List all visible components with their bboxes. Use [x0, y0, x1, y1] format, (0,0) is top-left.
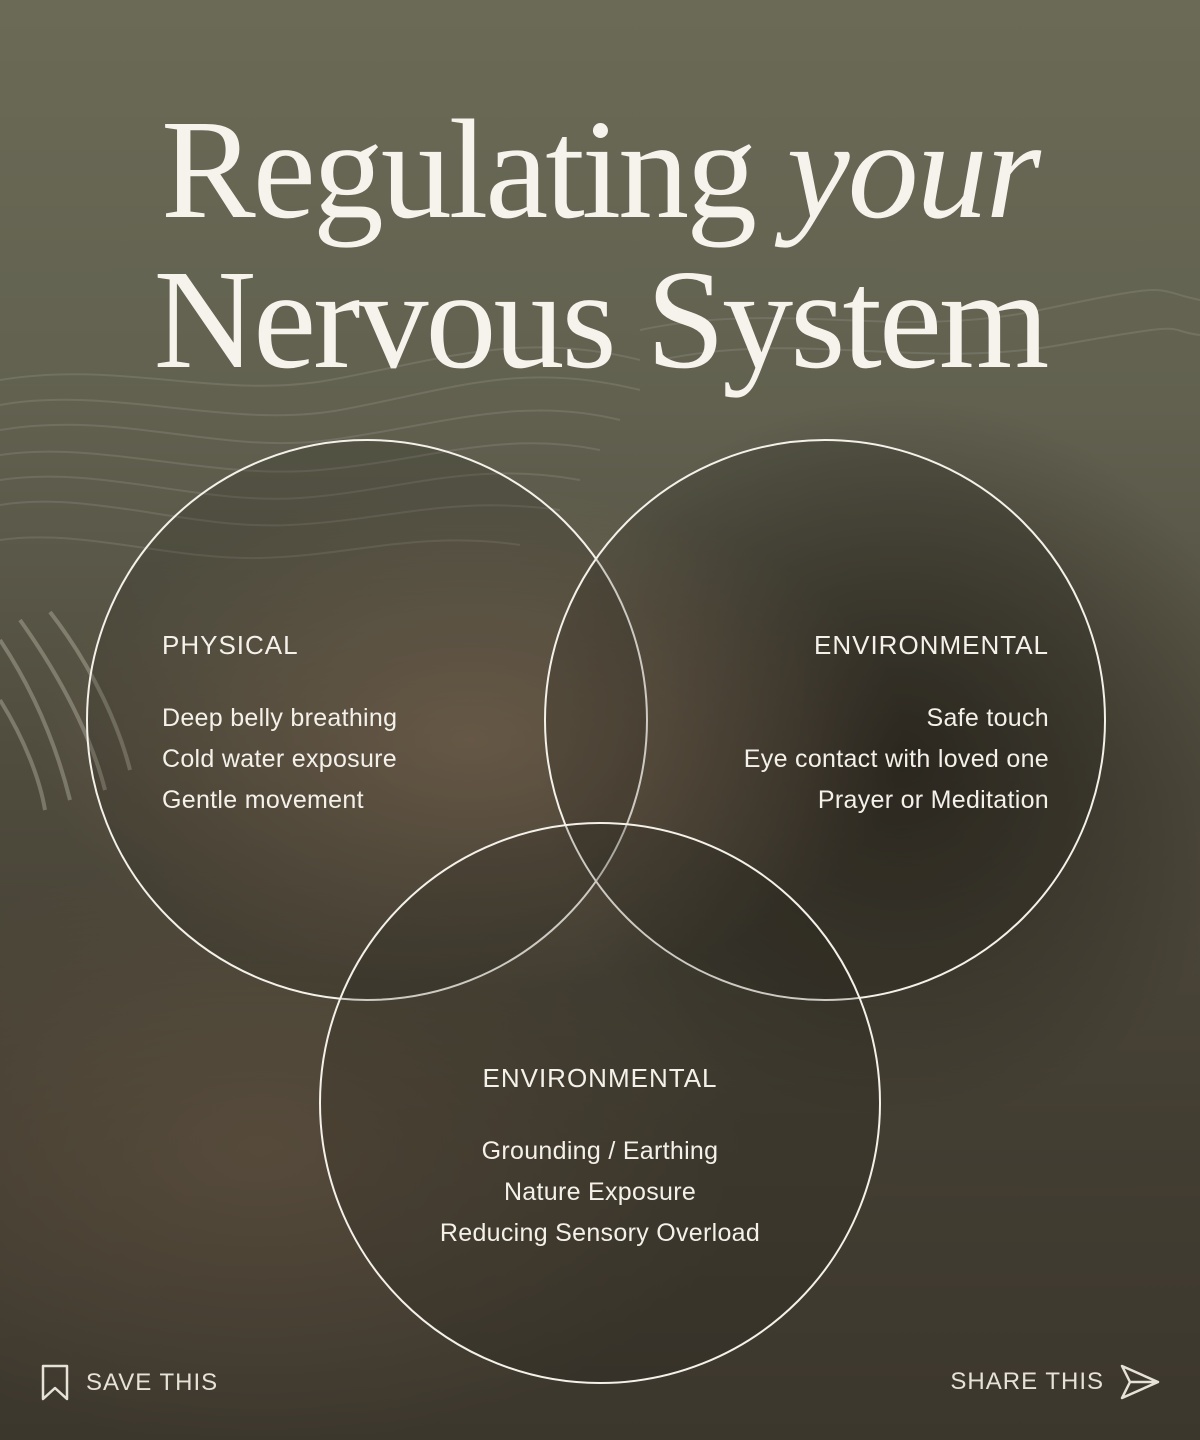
bookmark-icon	[41, 1364, 69, 1401]
environmental-bottom-item: Reducing Sensory Overload	[439, 1219, 761, 1247]
venn-circle-environmental-bottom	[319, 822, 881, 1384]
physical-item: Gentle movement	[162, 786, 364, 814]
environmental-right-block: ENVIRONMENTAL Safe touch Eye contact wit…	[744, 632, 1049, 821]
environmental-right-item: Prayer or Meditation	[817, 786, 1049, 814]
environmental-bottom-item: Grounding / Earthing	[481, 1137, 719, 1165]
title-regular: Regulating	[161, 90, 757, 248]
title-line-2: Nervous System	[153, 240, 1050, 398]
share-label: SHARE THIS	[950, 1368, 1104, 1395]
send-icon	[1120, 1364, 1160, 1400]
environmental-right-heading: ENVIRONMENTAL	[814, 630, 1049, 660]
environmental-right-item: Eye contact with loved one	[743, 745, 1049, 773]
venn-circle-environmental-right	[544, 439, 1106, 1001]
save-button[interactable]: SAVE THIS	[40, 1364, 218, 1402]
title-italic: your	[786, 90, 1041, 248]
venn-circle-physical	[86, 439, 648, 1001]
physical-block: PHYSICAL Deep belly breathing Cold water…	[162, 632, 397, 821]
title-line-1: Regulating your	[0, 98, 1200, 240]
striped-shirt	[0, 610, 132, 811]
physical-item: Deep belly breathing	[162, 704, 398, 732]
environmental-bottom-heading: ENVIRONMENTAL	[482, 1063, 718, 1093]
environmental-bottom-block: ENVIRONMENTAL Grounding / Earthing Natur…	[0, 1065, 1200, 1254]
environmental-bottom-item: Nature Exposure	[503, 1178, 697, 1206]
physical-item: Cold water exposure	[162, 745, 397, 773]
physical-heading: PHYSICAL	[162, 630, 299, 660]
save-label: SAVE THIS	[86, 1369, 219, 1396]
share-button[interactable]: SHARE THIS	[950, 1364, 1160, 1400]
environmental-right-item: Safe touch	[926, 704, 1049, 732]
sand-ripples	[0, 289, 1200, 560]
